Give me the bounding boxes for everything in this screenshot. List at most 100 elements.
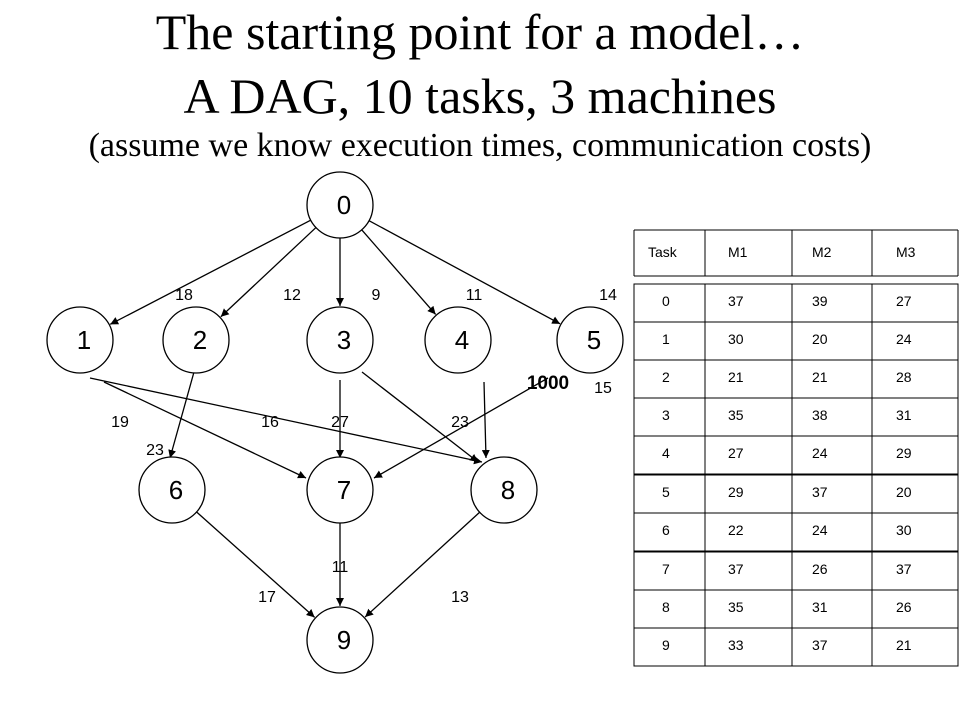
table-cell: 20 xyxy=(896,484,912,500)
table-cell: 26 xyxy=(896,599,912,615)
edge-cost-2-6: 23 xyxy=(146,442,164,459)
edge-cost-0-4: 11 xyxy=(466,287,483,304)
table-cell: 37 xyxy=(812,484,828,500)
edge-cost-0-5: 14 xyxy=(599,287,617,304)
table-cell: 24 xyxy=(812,522,828,538)
task-node-4 xyxy=(424,306,492,374)
table-cell: 30 xyxy=(896,522,912,538)
slide-subtitle: (assume we know execution times, communi… xyxy=(88,127,872,164)
edge-cost-3-7: 27 xyxy=(331,414,349,431)
table-cell: 37 xyxy=(728,561,744,577)
edge-cost-5-7: 1000 xyxy=(527,373,569,394)
table-cell: 39 xyxy=(812,293,828,309)
table-cell: 35 xyxy=(728,599,744,615)
edge-cost-6-9: 17 xyxy=(258,589,276,606)
table-cell: 1 xyxy=(662,331,670,347)
table-cell: 2 xyxy=(662,369,670,385)
task-node-label-3: 3 xyxy=(337,325,351,355)
table-cell: 9 xyxy=(662,637,670,653)
edge-1-7 xyxy=(103,381,307,479)
edge-5-7 xyxy=(373,377,549,479)
edge-0-2 xyxy=(220,227,317,318)
task-node-7 xyxy=(306,456,374,524)
table-header-m3: M3 xyxy=(896,244,916,260)
table-cell: 0 xyxy=(662,293,670,309)
task-node-label-7: 7 xyxy=(337,475,351,505)
table-row xyxy=(633,512,959,552)
edge-6-9 xyxy=(196,511,316,618)
table-cell: 27 xyxy=(896,293,912,309)
task-node-label-0: 0 xyxy=(337,190,351,220)
table-row xyxy=(633,435,959,475)
slide-title-line-2: A DAG, 10 tasks, 3 machines xyxy=(183,68,777,124)
table-cell: 24 xyxy=(896,331,912,347)
table-cell: 33 xyxy=(728,637,744,653)
task-node-6 xyxy=(138,456,206,524)
table-cell: 21 xyxy=(812,369,828,385)
table-cell: 35 xyxy=(728,407,744,423)
table-cell: 20 xyxy=(812,331,828,347)
table-cell: 37 xyxy=(896,561,912,577)
table-cell: 38 xyxy=(812,407,828,423)
table-cell: 31 xyxy=(812,599,828,615)
task-node-label-1: 1 xyxy=(77,325,91,355)
task-node-label-9: 9 xyxy=(337,625,351,655)
table-cell: 3 xyxy=(662,407,670,423)
edge-cost-0-3: 9 xyxy=(372,287,381,304)
edge-3-8 xyxy=(361,371,479,463)
edge-0-5 xyxy=(368,220,561,325)
edge-cost-1-7: 19 xyxy=(111,414,129,431)
edge-cost-7-9: 11 xyxy=(332,559,349,576)
edge-4-8 xyxy=(481,381,490,459)
task-node-2 xyxy=(162,306,230,374)
task-node-label-5: 5 xyxy=(587,325,601,355)
table-header-task: Task xyxy=(648,244,678,260)
task-node-5 xyxy=(556,306,624,374)
edge-cost-0-2: 12 xyxy=(283,287,301,304)
table-cell: 28 xyxy=(896,369,912,385)
table-cell: 4 xyxy=(662,445,670,461)
slide-title-line-1: The starting point for a model… xyxy=(155,4,805,60)
table-cell: 29 xyxy=(896,445,912,461)
edge-2-6 xyxy=(168,371,195,459)
table-cell: 22 xyxy=(728,522,744,538)
task-node-8 xyxy=(470,456,538,524)
table-cell: 37 xyxy=(812,637,828,653)
task-node-label-6: 6 xyxy=(169,475,183,505)
edge-0-1 xyxy=(109,219,312,325)
task-node-0 xyxy=(306,171,374,239)
task-node-1 xyxy=(46,306,114,374)
task-node-3 xyxy=(306,306,374,374)
table-cell: 37 xyxy=(728,293,744,309)
table-cell: 30 xyxy=(728,331,744,347)
table-cell: 21 xyxy=(896,637,912,653)
table-cell: 26 xyxy=(812,561,828,577)
table-cell: 8 xyxy=(662,599,670,615)
table-cell: 27 xyxy=(728,445,744,461)
table-cell: 31 xyxy=(896,407,912,423)
table-header-m2: M2 xyxy=(812,244,832,260)
table-header-m1: M1 xyxy=(728,244,748,260)
task-node-label-8: 8 xyxy=(501,475,515,505)
task-node-label-2: 2 xyxy=(193,325,207,355)
table-cell: 5 xyxy=(662,484,670,500)
table-cell: 21 xyxy=(728,369,744,385)
table-row xyxy=(633,627,959,667)
edge-0-4 xyxy=(361,229,437,315)
edge-1-8 xyxy=(89,377,483,465)
edge-cost-8-9: 13 xyxy=(451,589,469,606)
table-cell: 29 xyxy=(728,484,744,500)
edge-cost-4-8: 15 xyxy=(594,380,612,397)
edge-8-9 xyxy=(364,511,481,618)
edge-cost-3-8: 23 xyxy=(451,414,469,431)
table-cell: 24 xyxy=(812,445,828,461)
task-node-9 xyxy=(306,606,374,674)
table-cell: 6 xyxy=(662,522,670,538)
edge-cost-0-1: 18 xyxy=(175,287,193,304)
table-cell: 7 xyxy=(662,561,670,577)
edges-layer xyxy=(89,219,561,618)
